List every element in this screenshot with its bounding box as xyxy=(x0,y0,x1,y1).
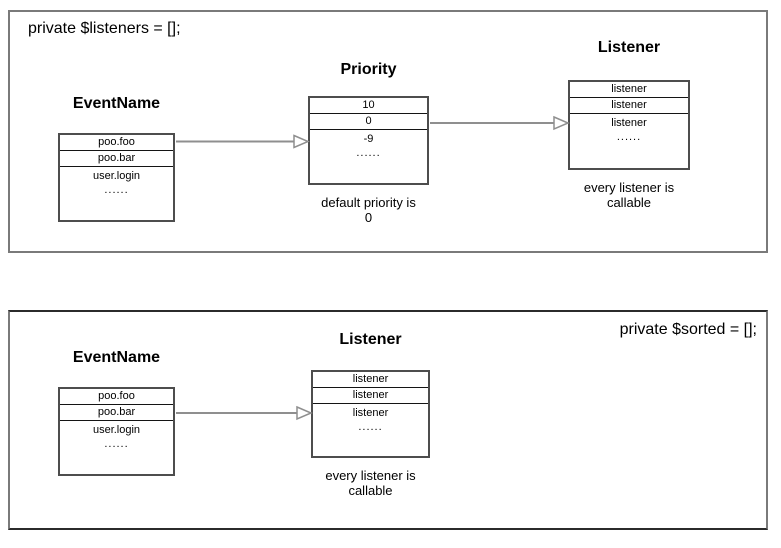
listener-table: listener listener listener ...... xyxy=(568,80,690,170)
caption-line: 0 xyxy=(364,210,373,225)
eventname-title: EventName xyxy=(72,95,161,112)
priority-title: Priority xyxy=(340,61,397,78)
table-free-area: user.login ...... xyxy=(60,167,173,196)
priority-caption: default priority is 0 xyxy=(298,195,439,225)
table-row: poo.bar xyxy=(60,405,173,421)
ellipsis-row: ...... xyxy=(356,147,381,159)
listener-title: Listener xyxy=(339,331,402,348)
listener-caption: every listener is callable xyxy=(311,468,430,498)
table-row: -9 xyxy=(363,133,374,145)
caption-line: default priority is xyxy=(321,195,416,210)
eventname-title: EventName xyxy=(72,349,161,366)
table-row: listener xyxy=(570,98,688,114)
listener-table: listener listener listener ...... xyxy=(311,370,430,458)
table-row: listener xyxy=(313,372,428,388)
priority-table: 10 0 -9 ...... xyxy=(308,96,429,185)
table-free-area: listener ...... xyxy=(570,114,688,143)
ellipsis-row: ...... xyxy=(616,131,642,143)
eventname-table: poo.foo poo.bar user.login ...... xyxy=(58,133,175,222)
eventname-table: poo.foo poo.bar user.login ...... xyxy=(58,387,175,476)
table-free-area: user.login ...... xyxy=(60,421,173,450)
ellipsis-row: ...... xyxy=(358,421,383,433)
sorted-panel: private $sorted = []; EventName poo.foo … xyxy=(8,310,768,530)
ellipsis-row: ...... xyxy=(104,438,129,450)
listeners-panel: private $listeners = []; EventName poo.f… xyxy=(8,10,768,253)
sorted-code-label: private $sorted = []; xyxy=(619,321,757,338)
listener-title: Listener xyxy=(597,39,661,56)
table-row: poo.foo xyxy=(60,135,173,151)
table-row: 10 xyxy=(310,98,427,114)
caption-line: callable xyxy=(348,483,393,498)
table-free-area: listener ...... xyxy=(313,404,428,433)
table-row: 0 xyxy=(310,114,427,130)
table-row: user.login xyxy=(92,424,141,436)
table-row: listener xyxy=(313,388,428,404)
table-row: listener xyxy=(570,82,688,98)
caption-line: callable xyxy=(606,195,652,210)
listeners-code-label: private $listeners = []; xyxy=(28,20,181,37)
table-free-area: -9 ...... xyxy=(310,130,427,159)
table-row: poo.bar xyxy=(60,151,173,167)
ellipsis-row: ...... xyxy=(104,184,129,196)
table-row: user.login xyxy=(92,170,141,182)
caption-line: every listener is xyxy=(325,468,416,483)
table-row: listener xyxy=(352,407,389,419)
table-row: listener xyxy=(611,117,647,129)
caption-line: every listener is xyxy=(583,180,675,195)
listener-caption: every listener is callable xyxy=(568,180,690,210)
table-row: poo.foo xyxy=(60,389,173,405)
